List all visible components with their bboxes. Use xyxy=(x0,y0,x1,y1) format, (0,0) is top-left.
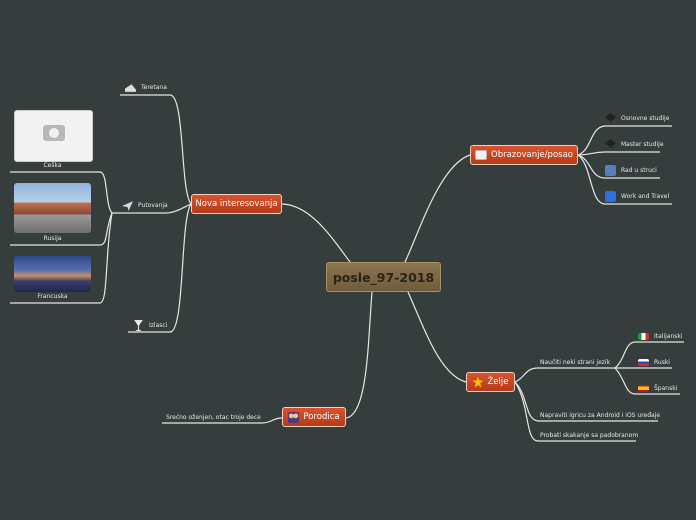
topic-italijanski[interactable]: Italijanski xyxy=(638,333,683,340)
topic-label: Izlasci xyxy=(149,322,168,329)
photo-rusija[interactable] xyxy=(14,183,91,233)
topic-label: Putovanja xyxy=(138,202,168,209)
caption-rusija: Rusija xyxy=(43,235,62,242)
app-icon xyxy=(605,191,616,202)
central-topic[interactable]: posle_97-2018 xyxy=(326,262,441,292)
branch-porodica-label: Porodica xyxy=(303,412,340,422)
topic-label: Naučiti neki strani jezik xyxy=(540,359,611,366)
topic-padobran[interactable]: Probati skakanje sa padobranom xyxy=(540,432,638,439)
topic-srecno-ozenjen[interactable]: Srećno oženjen, otac troje dece xyxy=(166,414,261,421)
topic-ruski[interactable]: Ruski xyxy=(638,359,670,366)
caption-ceska: Češka xyxy=(43,162,62,169)
family-icon xyxy=(288,411,300,423)
topic-label: Osnovne studije xyxy=(621,115,670,122)
cocktail-glass-icon xyxy=(134,320,143,331)
image-placeholder-ceska[interactable] xyxy=(14,110,93,162)
sneaker-icon xyxy=(125,84,136,92)
topic-label: Italijanski xyxy=(654,333,683,340)
topic-label: Rad u struci xyxy=(621,167,657,174)
branch-nova-label: Nova interesovanja xyxy=(195,199,278,209)
branch-porodica[interactable]: Porodica xyxy=(282,407,346,427)
spain-flag-icon xyxy=(638,385,649,392)
topic-naučiti-jezik[interactable]: Naučiti neki strani jezik xyxy=(540,359,610,366)
branch-nova-interesovanja[interactable]: Nova interesovanja xyxy=(191,194,282,214)
topic-spanski[interactable]: Španski xyxy=(638,385,677,392)
topic-label: Španski xyxy=(654,385,678,392)
topic-label: Probati skakanje sa padobranom xyxy=(540,432,639,439)
topic-teretana[interactable]: Teretana xyxy=(125,82,167,93)
topic-label: Master studije xyxy=(621,141,664,148)
airplane-icon xyxy=(122,201,133,211)
briefcase-icon xyxy=(475,150,488,160)
topic-putovanja[interactable]: Putovanja xyxy=(122,200,168,211)
topic-work-and-travel[interactable]: Work and Travel xyxy=(605,191,669,202)
photo-francuska[interactable] xyxy=(14,256,91,292)
caption-francuska: Francuska xyxy=(37,293,68,300)
topic-izlasci[interactable]: Izlasci xyxy=(133,320,167,331)
central-topic-label: posle_97-2018 xyxy=(332,269,435,285)
topic-label: Work and Travel xyxy=(621,193,670,200)
topic-label: Ruski xyxy=(654,359,670,366)
italy-flag-icon xyxy=(638,333,649,340)
topic-rad-u-struci[interactable]: Rad u struci xyxy=(605,165,657,176)
topic-igrica[interactable]: Napraviti igricu za Android i iOS uređaj… xyxy=(540,412,660,419)
branch-obrazovanje-label: Obrazovanje/posao xyxy=(491,150,573,160)
topic-osnovne-studije[interactable]: Osnovne studije xyxy=(605,113,669,124)
topic-label: Napraviti igricu za Android i iOS uređaj… xyxy=(540,412,661,419)
graduation-cap-icon xyxy=(605,113,616,122)
branch-zelje-label: Želje xyxy=(487,377,509,387)
branch-zelje[interactable]: Želje xyxy=(466,372,515,392)
camera-icon xyxy=(43,125,65,141)
topic-master-studije[interactable]: Master studije xyxy=(605,139,664,150)
wrench-icon xyxy=(605,165,616,176)
topic-label: Teretana xyxy=(141,84,167,91)
branch-obrazovanje[interactable]: Obrazovanje/posao xyxy=(470,145,578,165)
star-icon xyxy=(472,376,484,388)
graduation-cap-icon xyxy=(605,139,616,148)
russia-flag-icon xyxy=(638,359,649,366)
topic-label: Srećno oženjen, otac troje dece xyxy=(166,414,261,421)
